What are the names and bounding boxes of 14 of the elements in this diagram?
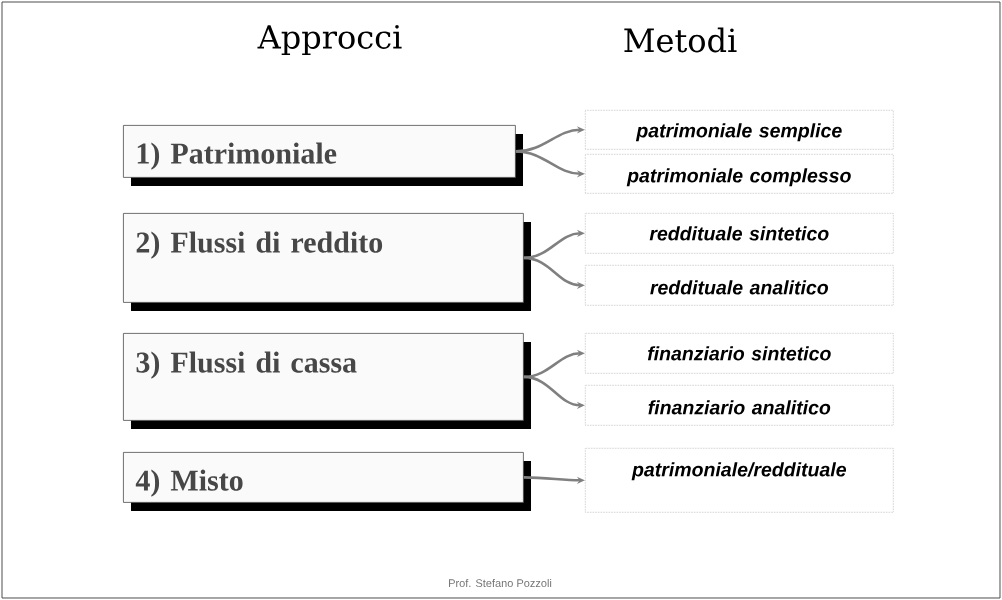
method-box: patrimoniale semplice — [585, 110, 894, 150]
column-heading: Approcci — [257, 24, 402, 56]
approach-box: 3) Flussi di cassa — [123, 333, 531, 429]
method-box: reddituale analitico — [585, 265, 894, 306]
method-box: finanziario sintetico — [585, 333, 894, 374]
method-box: patrimoniale/reddituale — [585, 448, 894, 513]
approach-box: 2) Flussi di reddito — [123, 213, 531, 311]
approach-box: 4) Misto — [123, 452, 531, 511]
footer-text: Prof. Stefano Pozzoli — [449, 578, 552, 588]
column-heading: Metodi — [624, 27, 737, 53]
method-box: finanziario analitico — [585, 385, 894, 426]
approach-box: 1) Patrimoniale — [123, 125, 523, 186]
method-box: reddituale sintetico — [585, 213, 894, 254]
method-box: patrimoniale complesso — [585, 154, 894, 194]
